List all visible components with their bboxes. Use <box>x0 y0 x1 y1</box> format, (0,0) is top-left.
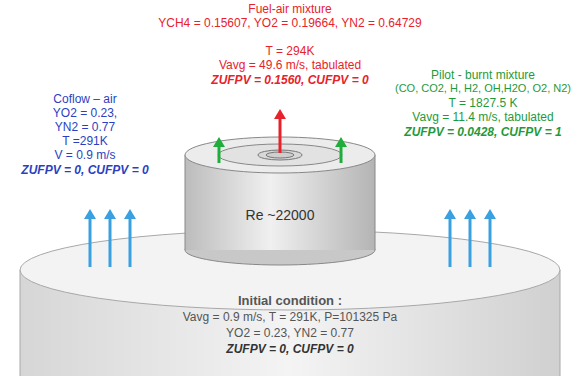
flow-arrow <box>218 146 221 163</box>
burner-edge <box>375 155 376 250</box>
flow-label: T = 294K <box>130 44 450 58</box>
burner-edge <box>185 155 186 250</box>
flow-arrow <box>469 218 472 267</box>
flow-arrowhead <box>84 209 96 219</box>
flow-arrow <box>109 218 112 267</box>
flow-arrow <box>279 118 282 153</box>
flow-arrow <box>449 218 452 267</box>
flow-label: YCH4 = 0.15607, YO2 = 0.19664, YN2 = 0.6… <box>130 16 450 30</box>
flow-label: Fuel-air mixture <box>130 2 450 16</box>
flow-arrowhead <box>274 109 286 119</box>
flow-label: T = 1827.5 K <box>392 96 574 110</box>
node-text: Re ~22000 <box>193 207 367 223</box>
flow-arrow <box>489 218 492 267</box>
flow-arrow <box>340 146 343 163</box>
node-text: YO2 = 0.23, YN2 = 0.77 <box>40 326 540 340</box>
flow-label: Coflow – air <box>20 92 150 106</box>
flow-arrowhead <box>464 209 476 219</box>
flow-label: Vavg = 49.6 m/s, tabulated <box>130 58 450 72</box>
flow-arrowhead <box>104 209 116 219</box>
flow-arrowhead <box>213 137 225 147</box>
burner-cylinder-outline <box>183 135 377 267</box>
flow-arrow <box>89 218 92 267</box>
node-text: ZUFPV = 0, CUFPV = 0 <box>40 342 540 356</box>
node-text: Initial condition : <box>40 293 540 308</box>
flow-arrowhead <box>444 209 456 219</box>
flow-label: ZUFPV = 0, CUFPV = 0 <box>8 163 162 177</box>
flow-label: Vavg = 11.4 m/s, tabulated <box>392 110 574 124</box>
node-text: Vavg = 0.9 m/s, T = 291K, P=101325 Pa <box>40 310 540 324</box>
flow-arrowhead <box>484 209 496 219</box>
flow-label: YN2 = 0.77 <box>20 120 150 134</box>
flow-label: V = 0.9 m/s <box>20 148 150 162</box>
flow-arrowhead <box>124 209 136 219</box>
flow-label: (CO, CO2, H, H2, OH,H2O, O2, N2) <box>392 82 574 95</box>
flow-label: T =291K <box>20 134 150 148</box>
flow-label: Pilot - burnt mixture <box>392 68 574 82</box>
flow-label: YO2 = 0.23, <box>20 106 150 120</box>
flow-arrow <box>129 218 132 267</box>
flow-arrowhead <box>335 137 347 147</box>
burner-cylinder: Re ~22000 <box>183 135 377 267</box>
flow-label: ZUFPV = 0.0428, CUFPV = 1 <box>392 125 574 139</box>
